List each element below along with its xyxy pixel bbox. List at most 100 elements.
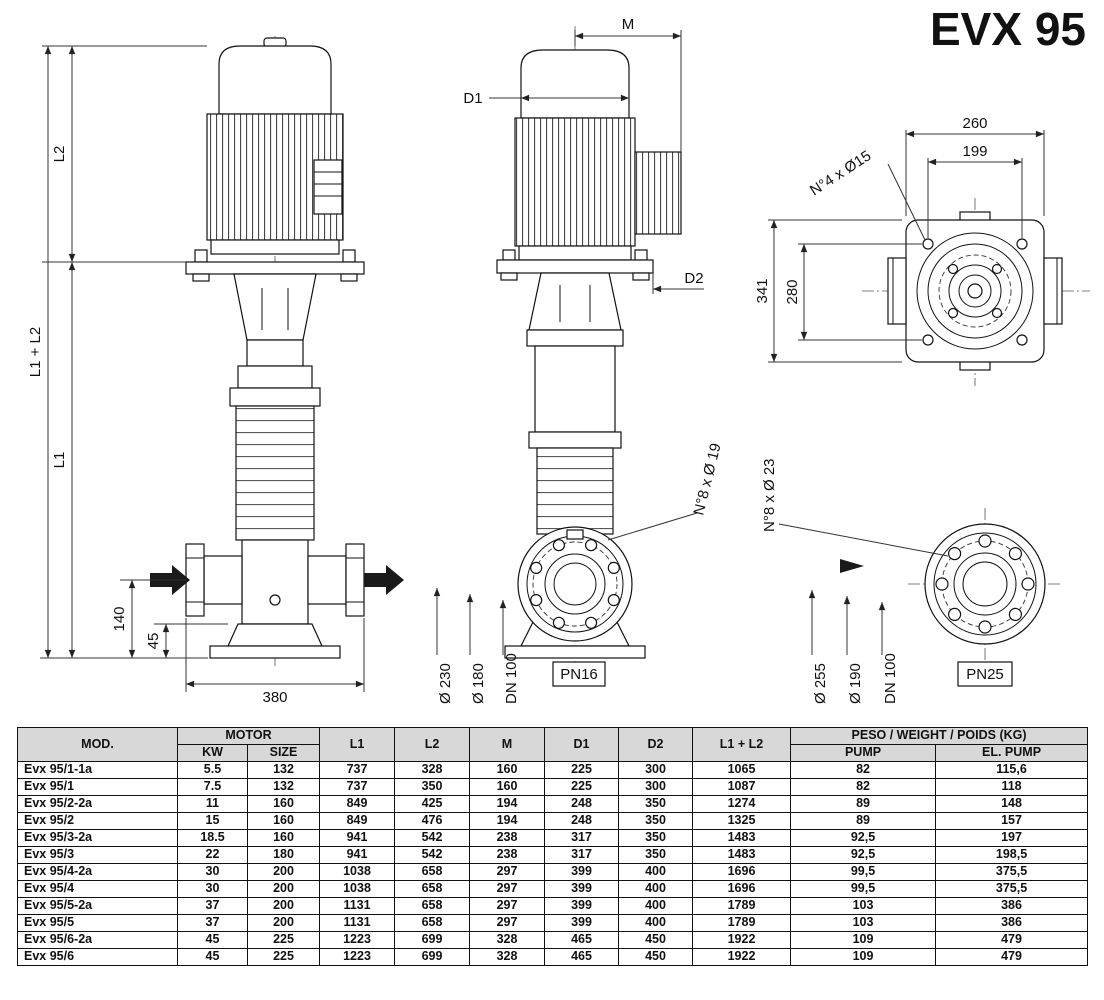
dim-label-341: 341 bbox=[754, 278, 771, 303]
col-m: M bbox=[469, 727, 546, 762]
value-cell: 1038 bbox=[319, 863, 396, 881]
pn16-box bbox=[552, 661, 606, 687]
model-cell: Evx 95/3-2a bbox=[17, 829, 178, 847]
value-cell: 1789 bbox=[692, 897, 792, 915]
value-cell: 386 bbox=[935, 897, 1089, 915]
side-dimensions: M D1 D2 Ø 230 Ø 180 DN 100 N°8 x Ø 19 PN… bbox=[433, 16, 725, 704]
model-cell: Evx 95/4 bbox=[17, 880, 178, 898]
value-cell: 115,6 bbox=[935, 761, 1089, 779]
model-cell: Evx 95/2 bbox=[17, 812, 178, 830]
value-cell: 92,5 bbox=[790, 846, 937, 864]
value-cell: 118 bbox=[935, 778, 1089, 796]
value-cell: 37 bbox=[177, 897, 248, 915]
value-cell: 22 bbox=[177, 846, 248, 864]
value-cell: 198,5 bbox=[935, 846, 1089, 864]
dim-label-dia180: Ø 180 bbox=[470, 663, 487, 704]
dim-label-380: 380 bbox=[262, 689, 287, 706]
value-cell: 542 bbox=[394, 846, 471, 864]
col-mod: MOD. bbox=[17, 727, 178, 762]
value-cell: 160 bbox=[469, 778, 546, 796]
value-cell: 180 bbox=[246, 846, 321, 864]
value-cell: 476 bbox=[394, 812, 471, 830]
value-cell: 1131 bbox=[319, 914, 396, 932]
value-cell: 297 bbox=[469, 880, 546, 898]
value-cell: 92,5 bbox=[790, 829, 937, 847]
value-cell: 658 bbox=[394, 914, 471, 932]
model-cell: Evx 95/4-2a bbox=[17, 863, 178, 881]
value-cell: 1483 bbox=[692, 829, 792, 847]
value-cell: 849 bbox=[319, 812, 396, 830]
value-cell: 400 bbox=[618, 863, 694, 881]
dim-label-199: 199 bbox=[962, 143, 987, 160]
value-cell: 425 bbox=[394, 795, 471, 813]
value-cell: 941 bbox=[319, 846, 396, 864]
value-cell: 132 bbox=[246, 761, 321, 779]
value-cell: 194 bbox=[469, 812, 546, 830]
value-cell: 160 bbox=[469, 761, 546, 779]
dim-label-dn100: DN 100 bbox=[503, 653, 520, 704]
value-cell: 197 bbox=[935, 829, 1089, 847]
model-cell: Evx 95/2-2a bbox=[17, 795, 178, 813]
model-cell: Evx 95/1-1a bbox=[17, 761, 178, 779]
col-kw: KW bbox=[177, 744, 248, 762]
dim-label-dia255: Ø 255 bbox=[812, 663, 829, 704]
value-cell: 465 bbox=[544, 931, 620, 949]
value-cell: 225 bbox=[246, 931, 321, 949]
value-cell: 849 bbox=[319, 795, 396, 813]
value-cell: 400 bbox=[618, 880, 694, 898]
value-cell: 1325 bbox=[692, 812, 792, 830]
value-cell: 11 bbox=[177, 795, 248, 813]
value-cell: 350 bbox=[618, 795, 694, 813]
value-cell: 328 bbox=[469, 931, 546, 949]
flange-flow-arrow bbox=[840, 559, 864, 573]
value-cell: 699 bbox=[394, 931, 471, 949]
flange-body bbox=[840, 523, 1046, 645]
outlet-flow-arrow bbox=[364, 565, 404, 595]
top-view-body bbox=[887, 211, 1063, 371]
value-cell: 1274 bbox=[692, 795, 792, 813]
value-cell: 37 bbox=[177, 914, 248, 932]
value-cell: 89 bbox=[790, 795, 937, 813]
value-cell: 350 bbox=[394, 778, 471, 796]
bolt-spec-label-pn16: N°8 x Ø 19 bbox=[690, 442, 724, 517]
model-cell: Evx 95/3 bbox=[17, 846, 178, 864]
value-cell: 45 bbox=[177, 948, 248, 966]
value-cell: 450 bbox=[618, 948, 694, 966]
value-cell: 399 bbox=[544, 863, 620, 881]
dim-label-d2: D2 bbox=[684, 270, 703, 287]
value-cell: 82 bbox=[790, 761, 937, 779]
value-cell: 5.5 bbox=[177, 761, 248, 779]
value-cell: 148 bbox=[935, 795, 1089, 813]
col-motor: MOTOR bbox=[176, 727, 321, 745]
value-cell: 30 bbox=[177, 863, 248, 881]
dimensions-table: MOD. MOTOR L1 L2 M D1 D2 L1 + L2 PESO / … bbox=[17, 727, 1089, 966]
dim-label-280: 280 bbox=[784, 279, 801, 304]
side-flange-face bbox=[517, 526, 633, 642]
col-d1: D1 bbox=[544, 727, 620, 762]
model-cell: Evx 95/6 bbox=[17, 948, 178, 966]
value-cell: 479 bbox=[935, 931, 1089, 949]
value-cell: 1696 bbox=[692, 880, 792, 898]
col-l2: L2 bbox=[394, 727, 471, 762]
value-cell: 328 bbox=[394, 761, 471, 779]
value-cell: 317 bbox=[544, 829, 620, 847]
value-cell: 400 bbox=[618, 897, 694, 915]
value-cell: 297 bbox=[469, 914, 546, 932]
pn25-box bbox=[957, 661, 1013, 687]
page-title: EVX 95 bbox=[930, 3, 1086, 55]
col-l1l2: L1 + L2 bbox=[692, 727, 792, 762]
dim-label-45: 45 bbox=[145, 633, 162, 650]
value-cell: 1789 bbox=[692, 914, 792, 932]
value-cell: 941 bbox=[319, 829, 396, 847]
dim-label-l1l2: L1 + L2 bbox=[27, 327, 44, 377]
